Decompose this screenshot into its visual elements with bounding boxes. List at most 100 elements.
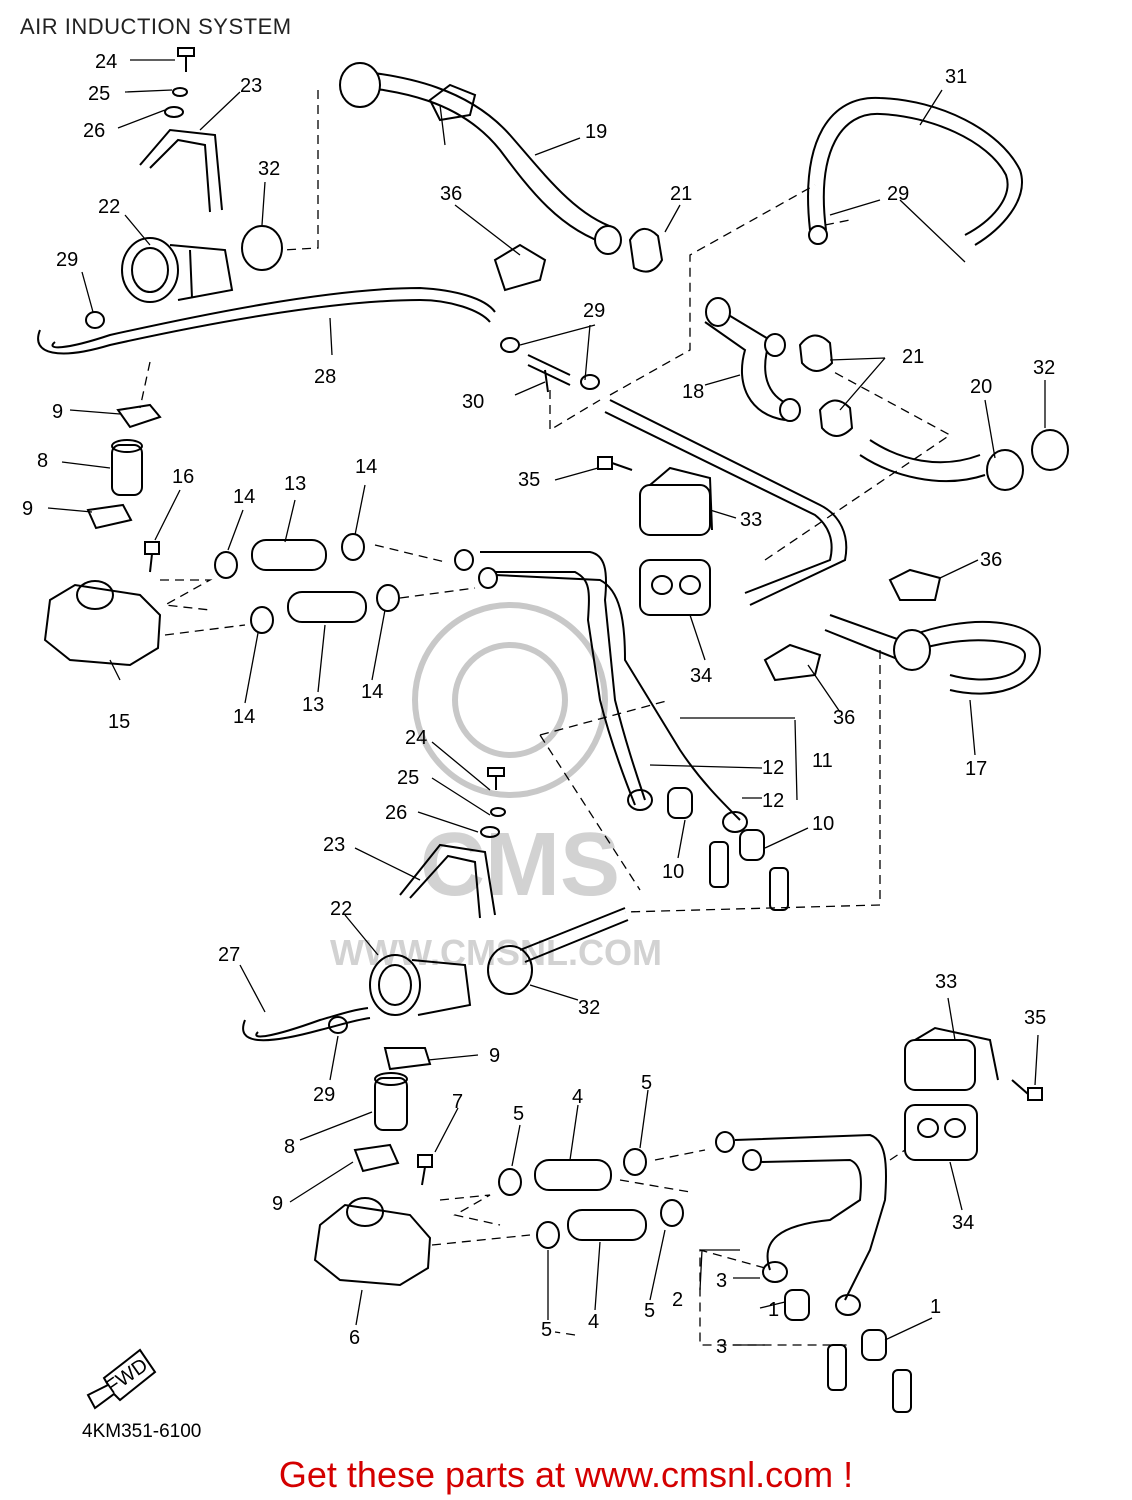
- hose-18: [704, 297, 801, 422]
- air-filter-15: [43, 580, 162, 667]
- cap-10-upper: [667, 787, 789, 911]
- screw-7: [417, 1154, 433, 1186]
- callout-31: 31: [945, 66, 967, 88]
- clamps-14: [214, 533, 400, 634]
- callout-15: 15: [108, 711, 130, 733]
- damper-34-upper: [639, 559, 711, 616]
- hose-4-lower: [534, 1159, 647, 1241]
- clamp-9-b: [86, 503, 133, 530]
- screw-24-lower: [480, 767, 506, 838]
- callout-36: 36: [440, 183, 462, 205]
- hose-8-lower: [374, 1072, 408, 1131]
- callout-24: 24: [405, 727, 427, 749]
- callout-9: 9: [52, 401, 63, 423]
- clamp-32-lower: [487, 945, 533, 995]
- callout-30: 30: [462, 391, 484, 413]
- callout-12: 12: [762, 790, 784, 812]
- callout-29: 29: [887, 183, 909, 205]
- clamp-9-d: [353, 1143, 400, 1173]
- callout-21: 21: [670, 183, 692, 205]
- clamp-21-lower: [798, 334, 854, 437]
- callout-5: 5: [644, 1300, 655, 1322]
- callout-16: 16: [172, 466, 194, 488]
- clamp-9-a: [116, 403, 162, 429]
- callout-34: 34: [690, 665, 712, 687]
- hose-20: [859, 439, 1024, 491]
- callout-14: 14: [361, 681, 383, 703]
- callout-14: 14: [233, 486, 255, 508]
- callout-6: 6: [349, 1327, 360, 1349]
- clamp-32-upper: [241, 225, 283, 271]
- callout-17: 17: [965, 758, 987, 780]
- clamp-32-right: [1031, 429, 1069, 471]
- callout-10: 10: [812, 813, 834, 835]
- callout-23: 23: [240, 75, 262, 97]
- callout-25: 25: [88, 83, 110, 105]
- callout-8: 8: [284, 1136, 295, 1158]
- callout-28: 28: [314, 366, 336, 388]
- callouts: 1 1 2 3 3 4 4 5 5 5 5 6 7 8 8 9 9 9 9 10…: [22, 51, 1055, 1358]
- callout-29: 29: [583, 300, 605, 322]
- callout-32: 32: [258, 158, 280, 180]
- hose-8-upper: [111, 439, 143, 496]
- clamp-29-lower: [328, 1016, 348, 1034]
- callout-20: 20: [970, 376, 992, 398]
- bracket-23-lower: [399, 843, 496, 919]
- callout-4: 4: [588, 1311, 599, 1333]
- callout-26: 26: [385, 802, 407, 824]
- callout-33: 33: [935, 971, 957, 993]
- hose-19: [339, 62, 622, 255]
- bracket-33-lower: [904, 1026, 999, 1091]
- callout-9: 9: [489, 1045, 500, 1067]
- callout-23: 23: [323, 834, 345, 856]
- callout-13: 13: [302, 694, 324, 716]
- callout-26: 26: [83, 120, 105, 142]
- callout-25: 25: [397, 767, 419, 789]
- callout-5: 5: [541, 1319, 552, 1341]
- hose-13-upper: [251, 539, 367, 623]
- callout-9: 9: [22, 498, 33, 520]
- callout-29: 29: [313, 1084, 335, 1106]
- air-filter-6: [313, 1197, 432, 1287]
- clamp-36-upper: [428, 83, 547, 292]
- callout-22: 22: [330, 898, 352, 920]
- callout-9: 9: [272, 1193, 283, 1215]
- bracket-23-upper: [139, 128, 223, 213]
- clamp-36-mid: [763, 643, 822, 682]
- callout-21: 21: [902, 346, 924, 368]
- callout-3: 3: [716, 1270, 727, 1292]
- callout-33: 33: [740, 509, 762, 531]
- clamp-36-right: [888, 568, 942, 601]
- callout-1: 1: [768, 1299, 779, 1321]
- hose-28: [37, 286, 496, 355]
- callout-14: 14: [355, 456, 377, 478]
- damper-34-lower: [904, 1104, 978, 1161]
- reed-valve-22-upper: [121, 237, 234, 303]
- clamp-9-c: [383, 1047, 432, 1071]
- callout-14: 14: [233, 706, 255, 728]
- pipe-assembly-11: [454, 549, 748, 833]
- callout-36: 36: [833, 707, 855, 729]
- part-code: 4KM351-6100: [82, 1421, 202, 1442]
- callout-11: 11: [812, 750, 833, 772]
- callout-19: 19: [585, 121, 607, 143]
- clamp-21-upper: [628, 228, 664, 273]
- callout-5: 5: [641, 1072, 652, 1094]
- callout-35: 35: [518, 469, 540, 491]
- callout-3: 3: [716, 1336, 727, 1358]
- callout-7: 7: [452, 1091, 463, 1113]
- screw-16: [144, 541, 160, 573]
- pipe-assembly-2: [715, 1131, 888, 1316]
- callout-29: 29: [56, 249, 78, 271]
- clamps-5: [498, 1148, 684, 1249]
- pipe-short-lower: [519, 907, 629, 963]
- callout-1: 1: [930, 1296, 941, 1318]
- callout-34: 34: [952, 1212, 974, 1234]
- footer-link-text[interactable]: Get these parts at www.cmsnl.com !: [278, 1454, 854, 1495]
- callout-8: 8: [37, 450, 48, 472]
- bolt-35-upper: [597, 456, 633, 471]
- screw-24-upper: [164, 47, 195, 118]
- pipe-long: [609, 399, 848, 606]
- callout-10: 10: [662, 861, 684, 883]
